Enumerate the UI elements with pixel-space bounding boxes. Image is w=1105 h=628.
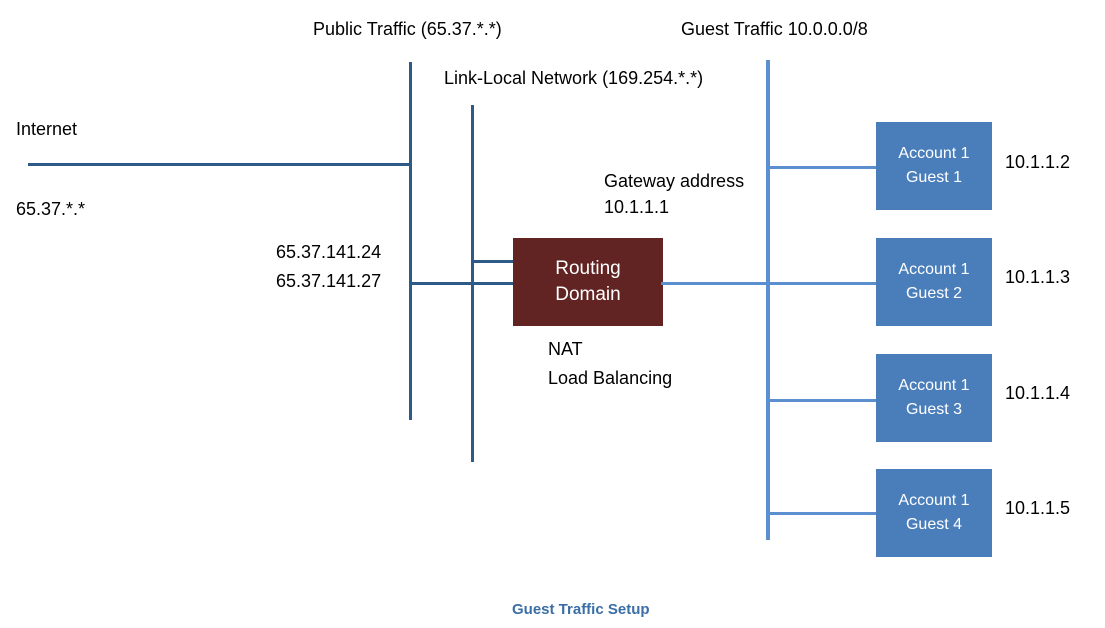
routing-domain-line2: Domain <box>555 284 621 305</box>
guest-traffic-header: Guest Traffic 10.0.0.0/8 <box>681 19 868 39</box>
diagram-caption: Guest Traffic Setup <box>512 601 650 618</box>
internet-subnet-label: 65.37.*.* <box>16 199 86 219</box>
guest-2-account: Account 1 <box>898 261 970 278</box>
guest-1-ip: 10.1.1.2 <box>1005 152 1071 172</box>
guest-3-account: Account 1 <box>898 377 970 394</box>
internet-link-line <box>28 163 412 166</box>
link-local-to-routing-line <box>471 260 516 263</box>
guest-4-ip: 10.1.1.5 <box>1005 498 1071 518</box>
guest-3-name: Guest 3 <box>905 401 963 418</box>
public-traffic-trunk-line <box>409 62 412 420</box>
guest-box-3[interactable]: Account 1 Guest 3 <box>876 354 992 442</box>
routing-to-guest-trunk-line <box>661 282 876 285</box>
guest-4-account: Account 1 <box>898 492 970 509</box>
guest-3-ip: 10.1.1.4 <box>1005 383 1071 403</box>
guest-box-2[interactable]: Account 1 Guest 2 <box>876 238 992 326</box>
public-traffic-header: Public Traffic (65.37.*.*) <box>313 19 502 39</box>
internet-label: Internet <box>16 119 78 139</box>
guest-2-name: Guest 2 <box>905 285 963 302</box>
guest-1-name: Guest 1 <box>905 169 963 186</box>
guest-branch-line-1 <box>766 166 876 169</box>
guest-box-4[interactable]: Account 1 Guest 4 <box>876 469 992 557</box>
public-ip-label-1: 65.37.141.24 <box>276 242 382 262</box>
guest-1-account: Account 1 <box>898 145 970 162</box>
guest-branch-line-3 <box>766 399 876 402</box>
link-local-header: Link-Local Network (169.254.*.*) <box>444 68 704 88</box>
guest-box-1[interactable]: Account 1 Guest 1 <box>876 122 992 210</box>
public-ip-label-2: 65.37.141.27 <box>276 271 382 291</box>
routing-domain-box[interactable]: Routing Domain <box>513 238 663 326</box>
public-to-routing-line <box>409 282 516 285</box>
guest-4-name: Guest 4 <box>905 516 963 533</box>
guest-branch-line-4 <box>766 512 876 515</box>
guest-traffic-trunk-line <box>766 60 770 540</box>
routing-domain-line1: Routing <box>555 258 621 279</box>
routing-function-load-balancing: Load Balancing <box>548 368 673 388</box>
guest-2-ip: 10.1.1.3 <box>1005 267 1071 287</box>
routing-function-nat: NAT <box>548 339 583 359</box>
gateway-address-label: Gateway address <box>604 171 745 191</box>
gateway-address-value: 10.1.1.1 <box>604 197 670 217</box>
